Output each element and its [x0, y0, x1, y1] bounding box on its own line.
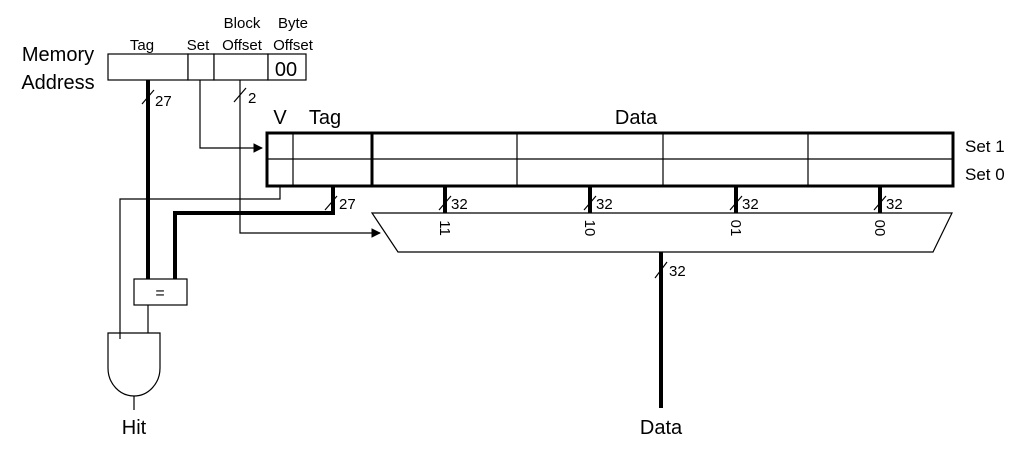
mux-input-01: 01: [727, 220, 744, 237]
byte-offset-value: 00: [275, 59, 297, 81]
comparator: [133, 278, 188, 306]
byte-offset-field: [267, 53, 307, 81]
set-field: [187, 53, 215, 81]
memory-address-label-line2: Address: [21, 72, 94, 94]
set-field-label: Set: [187, 37, 210, 54]
data-output-label: Data: [640, 417, 683, 439]
comparator-symbol: =: [155, 285, 164, 302]
stored-tag-slash: [324, 195, 338, 211]
block-offset-line: [239, 80, 381, 238]
byte-offset-label-line2: Offset: [273, 37, 314, 54]
tag-field: [107, 53, 189, 81]
memory-address-label-line1: Memory: [22, 44, 94, 66]
tag-field-label: Tag: [130, 37, 154, 54]
word-0-width-label: 32: [886, 196, 903, 213]
word-1-width-label: 32: [742, 196, 759, 213]
tag-bus-slash: [141, 89, 155, 105]
and-gate: [107, 332, 161, 397]
mux-input-00: 00: [871, 220, 888, 237]
word-buses: [438, 186, 887, 213]
stored-tag-bus: [173, 186, 335, 279]
block-offset-label-line1: Block: [224, 15, 261, 32]
hit-label: Hit: [122, 417, 147, 439]
set-select-line: [199, 80, 263, 153]
set-1-label: Set 1: [965, 137, 1005, 156]
block-offset-field: [213, 53, 269, 81]
block-offset-width-label: 2: [248, 90, 256, 107]
multiplexer: [370, 212, 953, 253]
word-3-width-label: 32: [451, 196, 468, 213]
tag-width-label: 27: [155, 93, 172, 110]
word-2-width-label: 32: [596, 196, 613, 213]
block-offset-slash: [233, 87, 247, 103]
byte-offset-label-line1: Byte: [278, 15, 308, 32]
cache-array: [265, 131, 955, 188]
mux-input-11: 11: [436, 220, 453, 236]
data-column-label: Data: [615, 107, 658, 129]
valid-line: [119, 186, 281, 339]
mux-input-10: 10: [581, 220, 598, 237]
valid-column-label: V: [273, 107, 287, 129]
stored-tag-width-label: 27: [339, 196, 356, 213]
set-0-label: Set 0: [965, 165, 1005, 184]
block-offset-label-line2: Offset: [222, 37, 263, 54]
tag-column-label: Tag: [309, 107, 341, 129]
data-output-slash: [654, 261, 668, 279]
data-output-width-label: 32: [669, 263, 686, 280]
address-fields: [107, 53, 307, 81]
